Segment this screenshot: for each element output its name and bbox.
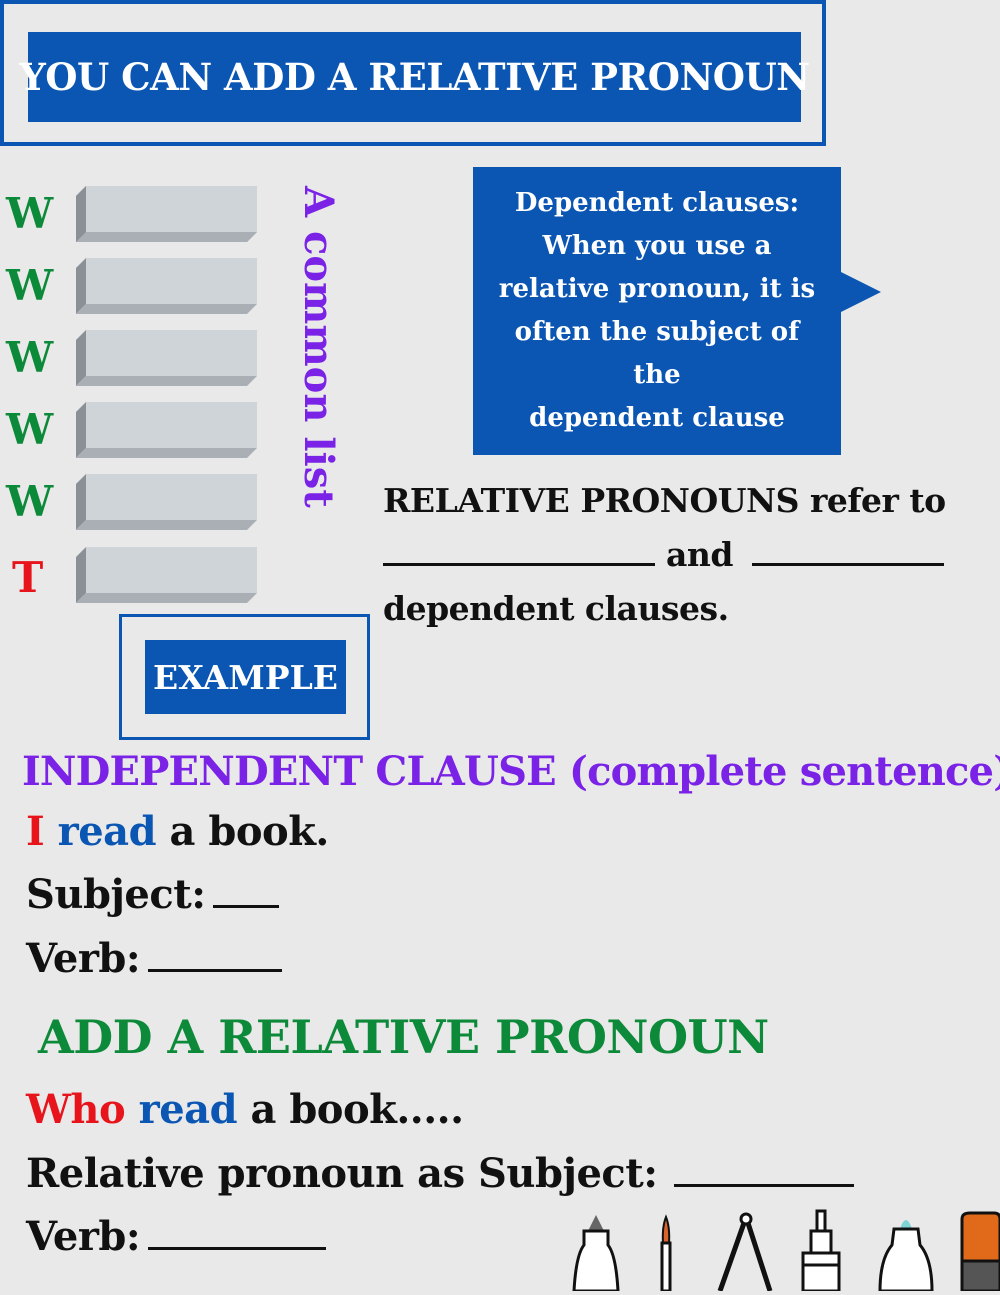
relative-verb-label: Verb: [26, 1213, 141, 1260]
callout-line: often the subject of the [514, 317, 800, 390]
refer-blank-1[interactable] [383, 531, 655, 566]
refer-paragraph: RELATIVE PRONOUNS refer to and dependent… [383, 474, 993, 636]
example-frame [119, 614, 370, 740]
callout-text: Dependent clauses: When you use a relati… [487, 182, 827, 440]
list-letter-2: W [6, 261, 54, 310]
stationery-decoration [570, 1205, 1000, 1293]
sentence-subject: I [26, 808, 45, 855]
callout-box: Dependent clauses: When you use a relati… [473, 167, 841, 455]
verb-row: Verb: [26, 935, 283, 982]
title-banner: YOU CAN ADD A RELATIVE PRONOUN [19, 32, 810, 122]
list-letter-5: W [6, 477, 54, 526]
compass-icon [717, 1212, 773, 1292]
callout-line: When you use a [542, 231, 772, 261]
sentence-rest: a book. [169, 808, 330, 855]
relative-subject-label: Relative pronoun as Subject: [26, 1150, 658, 1197]
subject-label: Subject: [26, 871, 206, 918]
answer-slot-3[interactable] [76, 330, 257, 388]
answer-slot-1[interactable] [76, 186, 257, 244]
example-banner: EXAMPLE [145, 640, 346, 714]
orange-marker-icon [960, 1211, 1000, 1293]
example-label: EXAMPLE [153, 657, 338, 697]
refer-line-2: and [383, 528, 993, 582]
relative-sentence: Who read a book..... [26, 1086, 464, 1133]
list-letter-3: W [6, 333, 54, 382]
sentence-verb: read [57, 808, 157, 855]
refer-and: and [666, 535, 733, 574]
callout-line: Dependent clauses: [514, 188, 800, 218]
list-letter-4: W [6, 405, 54, 454]
relative-subject-row: Relative pronoun as Subject: [26, 1150, 854, 1197]
paintbrush-icon [660, 1214, 672, 1293]
sentence-pronoun: Who [26, 1086, 126, 1133]
verb-blank[interactable] [148, 937, 283, 972]
title-frame [0, 0, 826, 146]
common-list-label: A common list [295, 186, 342, 508]
subject-blank[interactable] [213, 873, 280, 908]
callout-pointer [841, 272, 881, 312]
relative-verb-row: Verb: [26, 1213, 327, 1260]
refer-line-3: dependent clauses. [383, 589, 729, 628]
refer-blank-2[interactable] [751, 531, 944, 566]
subject-row: Subject: [26, 871, 280, 918]
independent-sentence: I read a book. [26, 808, 329, 855]
answer-slot-4[interactable] [76, 402, 257, 460]
sentence-rest: a book..... [250, 1086, 464, 1133]
answer-slot-2[interactable] [76, 258, 257, 316]
answer-slot-5[interactable] [76, 474, 257, 532]
list-letter-6: T [12, 553, 44, 602]
relative-subject-blank[interactable] [673, 1152, 854, 1187]
answer-slot-6[interactable] [76, 547, 257, 605]
verb-label: Verb: [26, 935, 141, 982]
list-letter-1: W [6, 189, 54, 238]
callout-line: dependent clause [529, 403, 785, 433]
page-title: YOU CAN ADD A RELATIVE PRONOUN [19, 55, 810, 99]
relative-heading: ADD A RELATIVE PRONOUN [38, 1010, 769, 1064]
sentence-verb: read [138, 1086, 238, 1133]
independent-heading: INDEPENDENT CLAUSE (complete sentence) [22, 748, 1000, 795]
technical-pen-icon [801, 1209, 841, 1293]
refer-line-1: RELATIVE PRONOUNS refer to [383, 481, 946, 520]
marker-icon [572, 1215, 620, 1293]
relative-verb-blank[interactable] [148, 1215, 327, 1250]
teal-marker-icon [878, 1220, 934, 1293]
callout-line: relative pronoun, it is [498, 274, 816, 304]
